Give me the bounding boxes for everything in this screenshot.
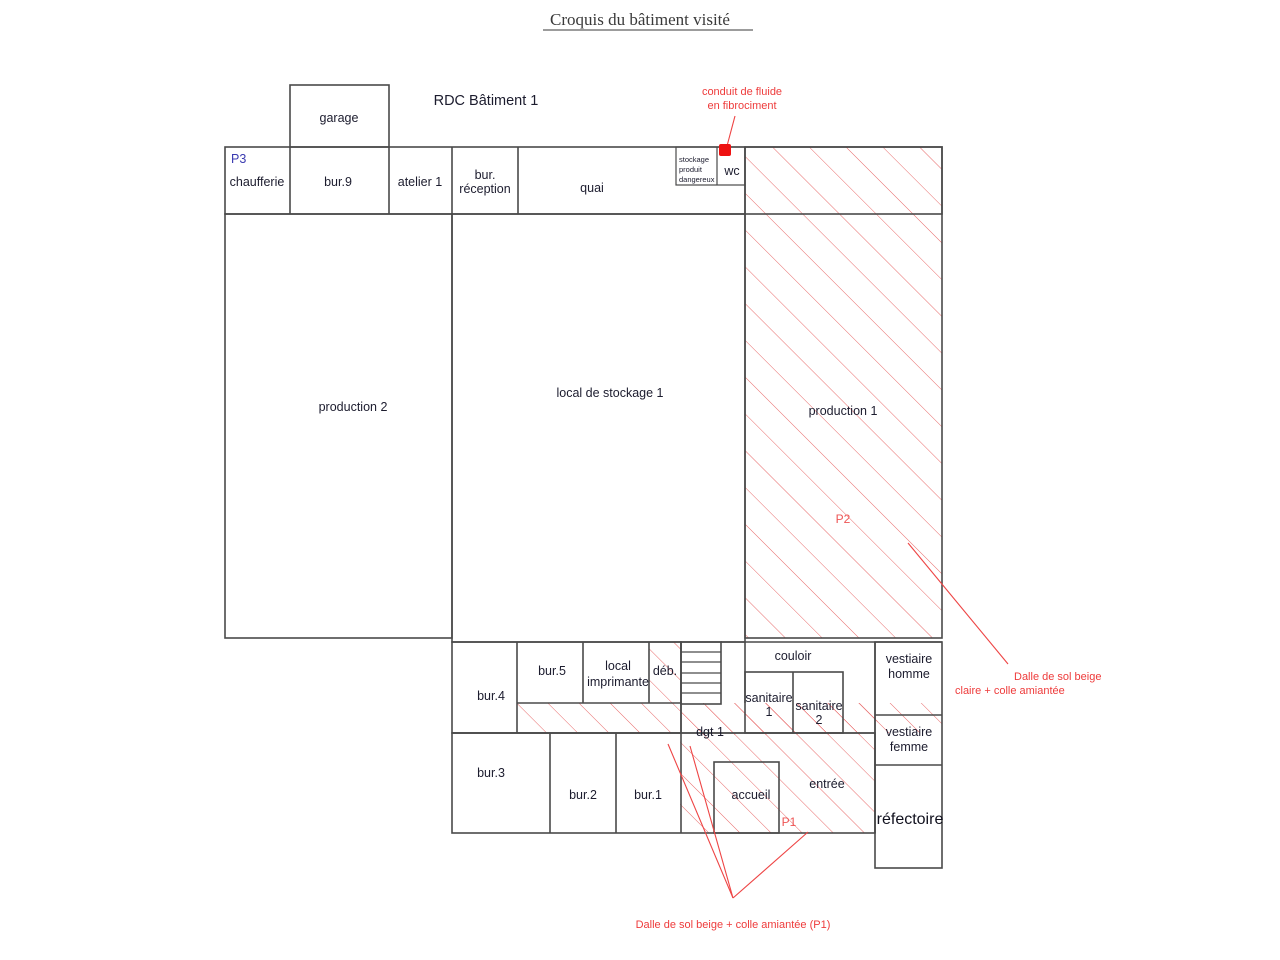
conduit-marker-icon — [719, 144, 731, 156]
hatch-deb — [649, 642, 681, 704]
room-label-stockage-l2: produit — [679, 165, 703, 174]
annotation-conduit: conduit de fluide en fibrociment — [702, 86, 782, 156]
room-label-deb: déb. — [653, 664, 677, 678]
annotation-dalle-p1-line1: Dalle de sol beige + colle amiantée (P1) — [636, 919, 831, 931]
room-label-local-stockage1: local de stockage 1 — [556, 386, 663, 400]
room-label-entree: entrée — [809, 777, 844, 791]
room-label-sanitaire2-l1: sanitaire — [795, 699, 842, 713]
marker-label-p1: P1 — [782, 815, 797, 829]
room-label-local-imprimante-l2: imprimante — [587, 675, 649, 689]
hatched-asbestos-zones — [517, 147, 942, 833]
bottom-block-labels: bur.4 bur.5 local imprimante déb. couloi… — [477, 649, 943, 829]
room-label-quai: quai — [580, 181, 604, 195]
annotation-conduit-line1: conduit de fluide — [702, 86, 782, 98]
annotation-dalle-p1: Dalle de sol beige + colle amiantée (P1) — [636, 743, 831, 931]
marker-label-p2: P2 — [836, 512, 851, 526]
room-label-vestiaire-homme-l2: homme — [888, 667, 930, 681]
room-label-stockage-l1: stockage — [679, 155, 709, 164]
room-label-vestiaire-homme-l1: vestiaire — [886, 652, 933, 666]
room-label-production2: production 2 — [319, 400, 388, 414]
room-label-wc: wc — [723, 164, 739, 178]
room-label-dgt1: dgt 1 — [696, 725, 724, 739]
room-label-garage: garage — [320, 111, 359, 125]
room-label-chaufferie: chaufferie — [230, 175, 285, 189]
page-title: Croquis du bâtiment visité — [543, 10, 753, 31]
room-accueil — [713, 761, 780, 834]
room-label-sanitaire2-l2: 2 — [816, 713, 823, 727]
room-production1 — [744, 146, 943, 639]
hatch-sanitaire-band — [680, 703, 878, 735]
hatch-production1 — [745, 147, 942, 638]
page-title-text: Croquis du bâtiment visité — [550, 10, 730, 29]
room-label-sanitaire1-l1: sanitaire — [745, 691, 792, 705]
top-block-labels: garage P3 chaufferie bur.9 atelier 1 bur… — [230, 111, 740, 196]
annotation-dalle-claire-line1: Dalle de sol beige — [1014, 671, 1101, 683]
room-label-accueil: accueil — [732, 788, 771, 802]
room-label-bur5: bur.5 — [538, 664, 566, 678]
room-label-sanitaire1-l2: 1 — [766, 705, 773, 719]
marker-label-p3: P3 — [231, 152, 246, 166]
room-label-atelier1: atelier 1 — [398, 175, 443, 189]
room-label-bur-reception-l2: réception — [459, 182, 510, 196]
room-label-stockage-l3: dangereux — [679, 175, 715, 184]
room-label-vestiaire-femme-l1: vestiaire — [886, 725, 933, 739]
middle-block-labels: production 2 local de stockage 1 product… — [319, 386, 878, 526]
room-label-local-imprimante-l1: local — [605, 659, 631, 673]
plan-header-label: RDC Bâtiment 1 — [434, 93, 539, 109]
annotation-conduit-line2: en fibrociment — [707, 100, 776, 112]
room-label-bur2: bur.2 — [569, 788, 597, 802]
lower-offices-outer — [451, 732, 876, 834]
room-label-couloir: couloir — [775, 649, 812, 663]
bottom-block-walls — [451, 641, 943, 869]
room-label-bur9: bur.9 — [324, 175, 352, 189]
room-label-bur4: bur.4 — [477, 689, 505, 703]
room-label-bur1: bur.1 — [634, 788, 662, 802]
room-label-bur-reception-l1: bur. — [475, 168, 496, 182]
room-label-bur3: bur.3 — [477, 766, 505, 780]
room-production2 — [224, 213, 453, 639]
annotation-dalle-claire-line2: claire + colle amiantée — [955, 685, 1065, 697]
annotation-dalle-claire: Dalle de sol beige claire + colle amiant… — [907, 542, 1101, 697]
room-label-vestiaire-femme-l2: femme — [890, 740, 928, 754]
room-local-stockage1 — [451, 213, 746, 643]
hatch-entree — [680, 703, 875, 833]
room-label-refectoire: réfectoire — [877, 811, 944, 828]
room-label-production1: production 1 — [809, 404, 878, 418]
